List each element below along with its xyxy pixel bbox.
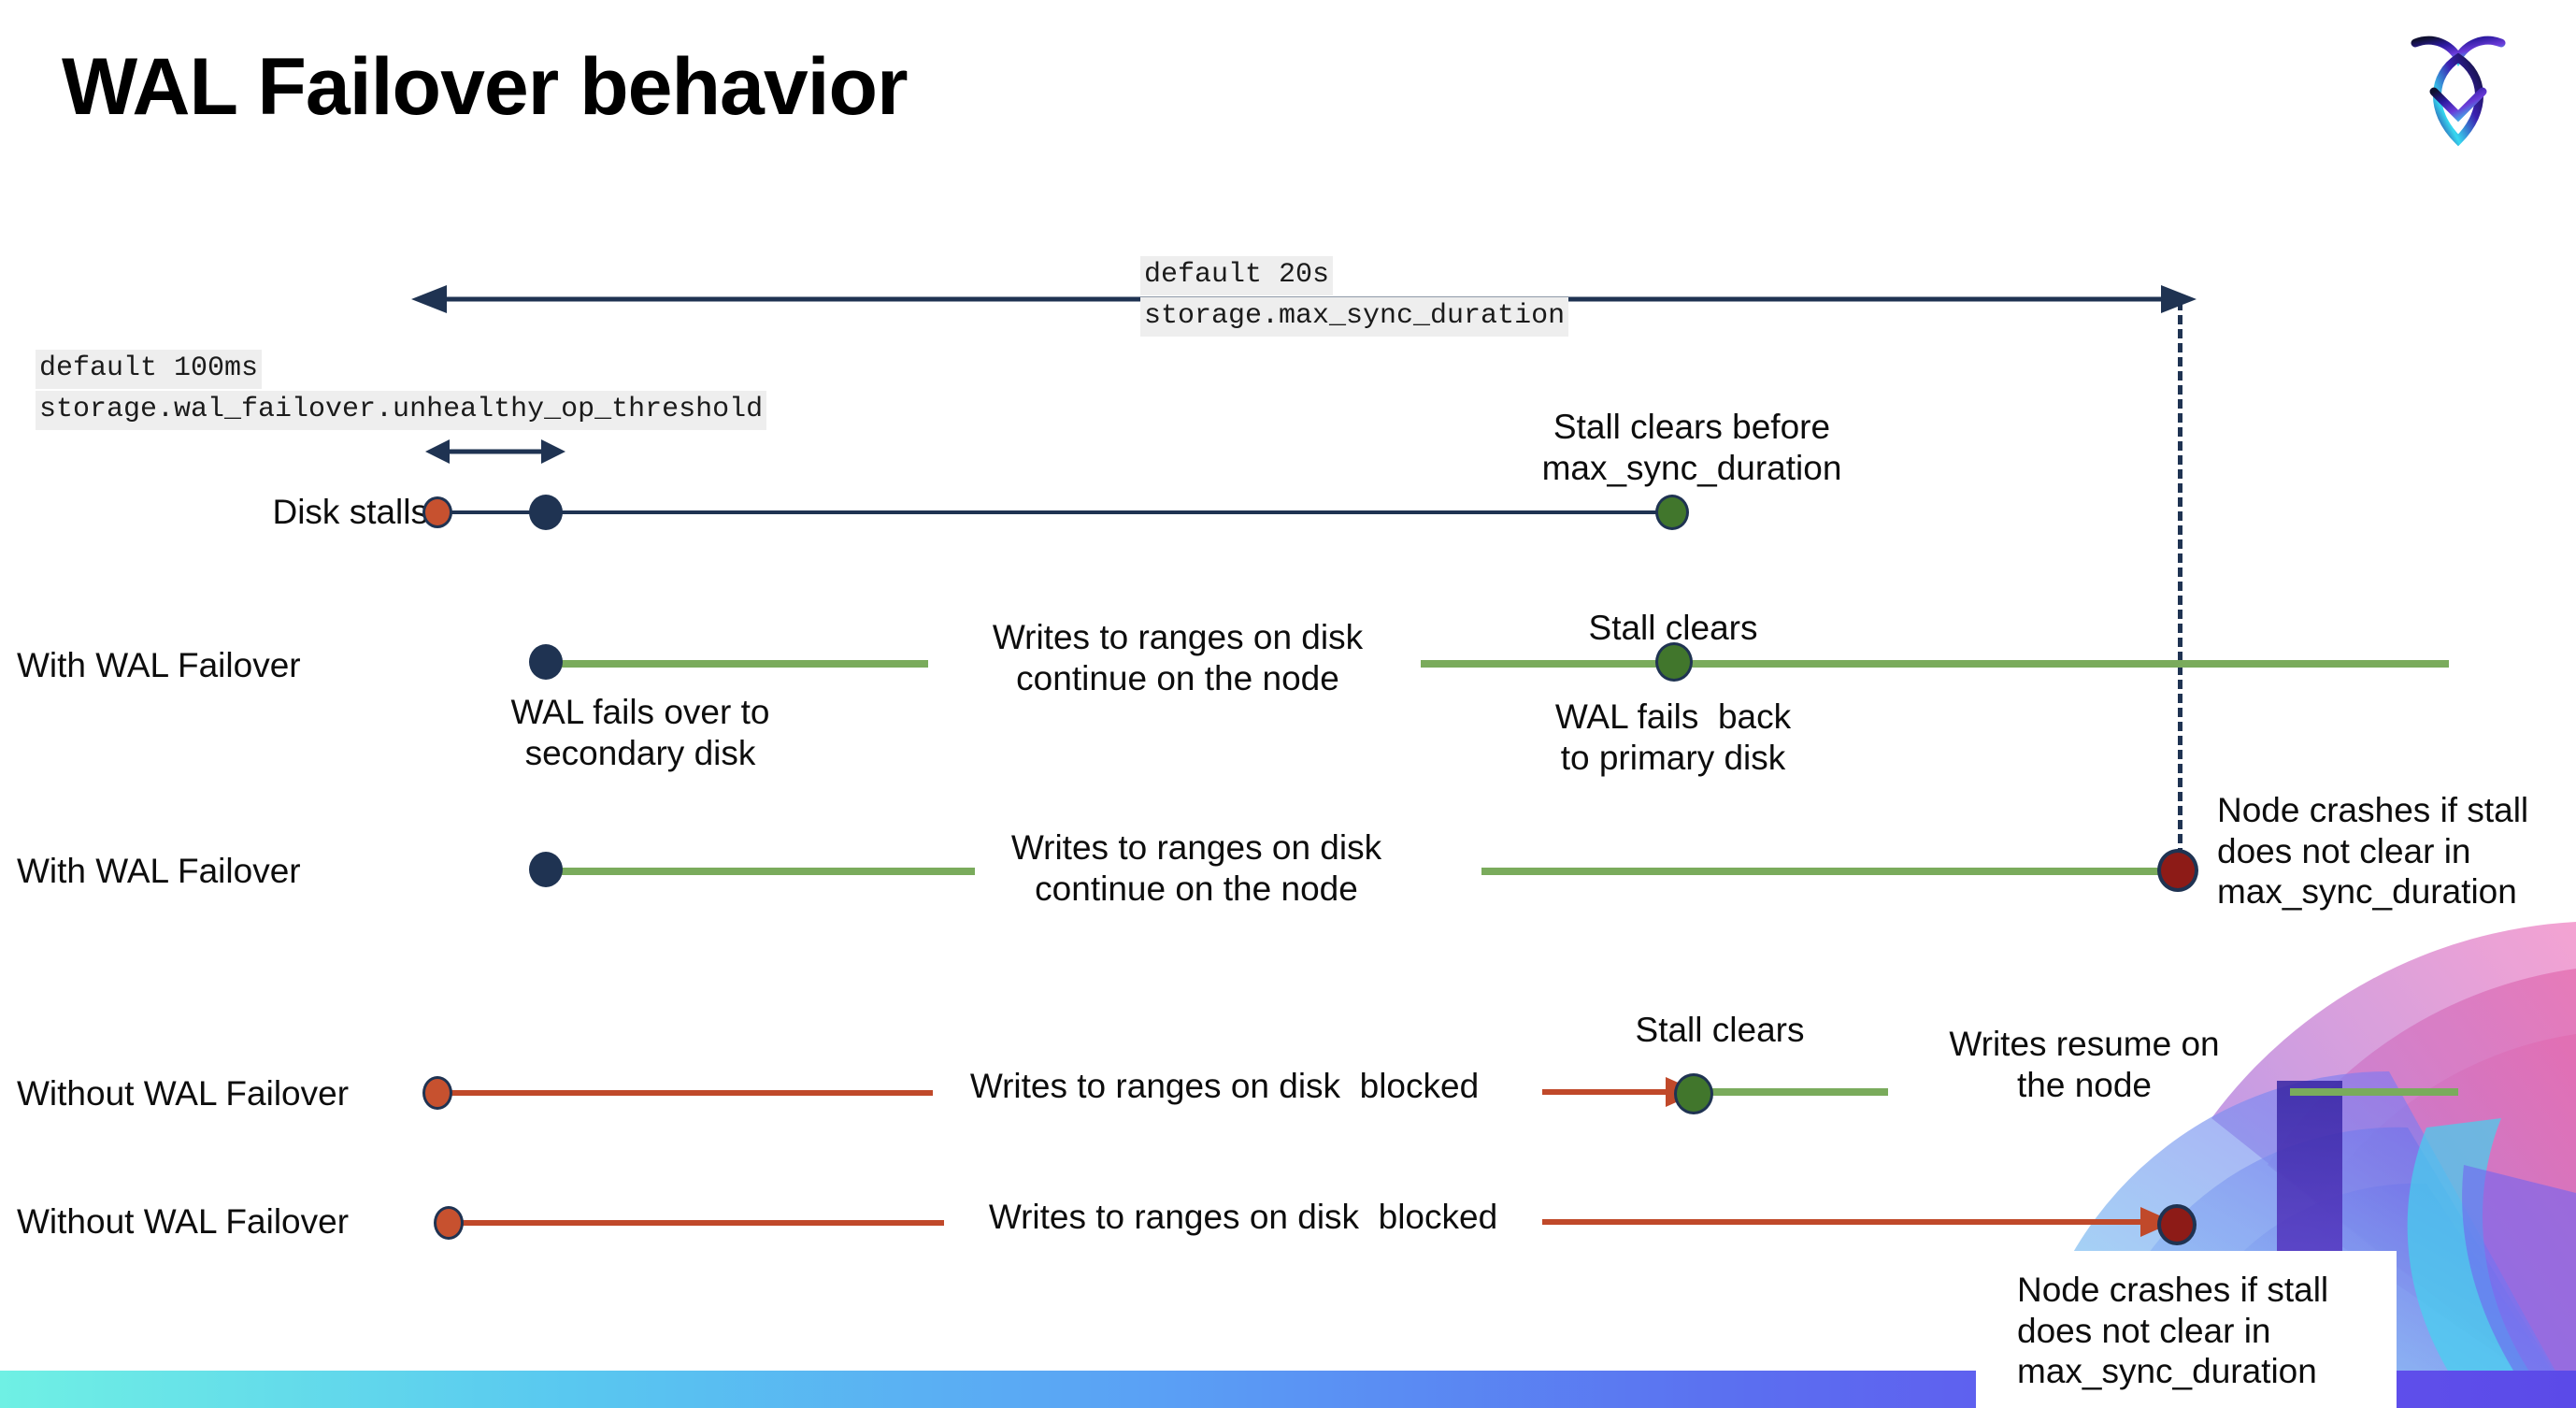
row4-green-line-mid [1710,1088,1888,1096]
row3-green-line-left [545,868,975,875]
cockroachdb-logo [2402,26,2514,148]
row3-node-crash-dot [2157,849,2198,892]
row5-red-arrow-to-crash [1542,1207,2174,1237]
unhealthy-setting-label: storage.wal_failover.unhealthy_op_thresh… [36,391,767,430]
row4-stall-clears-dot [1674,1073,1713,1114]
row3-green-line-right [1481,868,2173,875]
row-label-without-wal-failover-2: Without WAL Failover [17,1202,350,1241]
row-label-with-wal-failover-2: With WAL Failover [17,852,301,890]
unhealthy-default-label: default 100ms [36,350,263,389]
row4-green-line-right [2290,1088,2458,1096]
note-stall-clears-before-max-sync: Stall clears before max_sync_duration [1541,408,1842,487]
unhealthy-threshold-span-arrow [425,439,565,464]
disk-stall-clears-dot [1655,495,1689,530]
row2-green-line-left [545,660,928,668]
note-wal-fails-back: WAL fails back to primary disk [1554,697,1792,777]
note-wal-fails-over: WAL fails over to secondary disk [510,693,770,772]
note-writes-blocked-row4: Writes to ranges on disk blocked [969,1067,1480,1105]
row3-failover-dot [529,852,563,887]
disk-stall-threshold-dot [529,495,563,530]
disk-stall-start-dot [422,496,452,528]
row5-stall-start-dot [434,1206,464,1240]
note-stall-clears-row2: Stall clears [1588,609,1758,647]
row5-red-line-left [458,1220,944,1226]
row-label-disk-stalls: Disk stalls [272,493,428,531]
note-node-crashes-row3: Node crashes if stall does not clear in … [2217,791,2529,912]
row-label-with-wal-failover-1: With WAL Failover [17,646,301,684]
note-stall-clears-row4: Stall clears [1635,1011,1805,1049]
note-writes-continue-row3: Writes to ranges on disk continue on the… [1010,828,1382,908]
note-writes-resume: Writes resume on the node [1949,1025,2220,1104]
row4-red-line-left [447,1090,933,1096]
note-writes-blocked-row5: Writes to ranges on disk blocked [988,1198,1498,1236]
row2-failover-dot [529,644,563,680]
max-sync-default-label: default 20s [1140,256,1334,295]
row2-green-line-right [1421,660,2449,668]
max-sync-deadline-dashed-line [2178,301,2182,871]
max-sync-setting-label: storage.max_sync_duration [1140,297,1569,337]
row4-stall-start-dot [422,1076,452,1110]
row-label-without-wal-failover-1: Without WAL Failover [17,1074,350,1113]
disk-stall-timeline-line [437,510,1681,514]
page-title: WAL Failover behavior [62,42,909,132]
row5-node-crash-dot [2157,1204,2197,1245]
note-node-crashes-row5: Node crashes if stall does not clear in … [2017,1271,2329,1391]
node-crash-callout-box [1976,1251,2397,1408]
row2-stall-clears-dot [1655,642,1693,682]
note-writes-continue-row2: Writes to ranges on disk continue on the… [992,618,1364,697]
